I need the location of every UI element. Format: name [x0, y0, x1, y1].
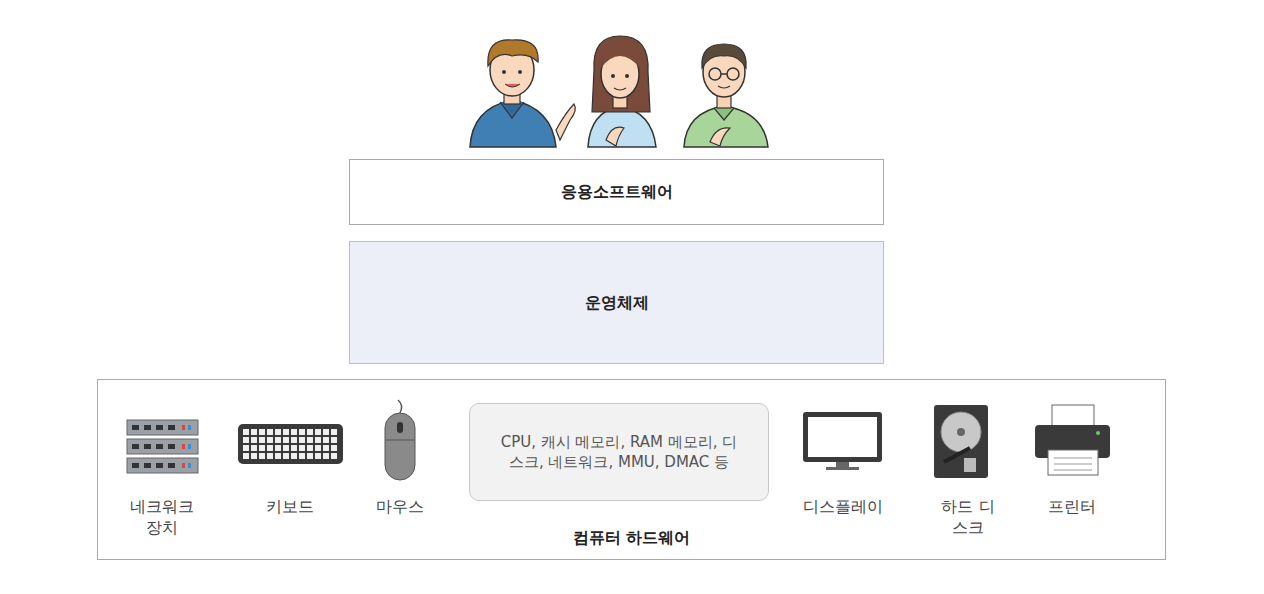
key — [331, 445, 337, 451]
key — [307, 453, 313, 459]
app-software-box: 응용소프트웨어 — [349, 159, 884, 225]
key — [307, 445, 313, 451]
hardware-box: 컴퓨터 하드웨어 CPU, 캐시 메모리, RAM 메모리, 디스크, 네트워크,… — [97, 379, 1166, 560]
key — [299, 445, 305, 451]
device-label: 키보드 — [245, 497, 335, 518]
network-device-icon — [127, 420, 198, 473]
key — [243, 437, 249, 443]
key — [315, 445, 321, 451]
key — [323, 445, 329, 451]
key — [299, 453, 305, 459]
key — [259, 429, 265, 435]
key — [315, 437, 321, 443]
device-label: 마우스 — [355, 497, 445, 518]
device-label: 디스플레이 — [788, 497, 898, 518]
key — [267, 429, 273, 435]
node-text: 컴퓨터 하드웨어 — [107, 527, 1156, 549]
key — [307, 437, 313, 443]
node-text: 응용소프트웨어 — [359, 181, 874, 203]
key — [243, 445, 249, 451]
key — [251, 453, 257, 459]
key — [291, 453, 297, 459]
key — [291, 445, 297, 451]
device-label: 하드 디스크 — [940, 497, 996, 539]
hard-disk-icon — [934, 405, 988, 478]
key — [275, 429, 281, 435]
key — [291, 437, 297, 443]
person-middle — [588, 36, 656, 147]
device-label: 프린터 — [1027, 497, 1117, 518]
node-text: 운영체제 — [359, 292, 874, 314]
key — [291, 429, 297, 435]
key — [267, 445, 273, 451]
key — [275, 437, 281, 443]
key — [307, 429, 313, 435]
key — [283, 437, 289, 443]
keyboard-icon — [238, 424, 343, 464]
key — [323, 429, 329, 435]
key — [315, 429, 321, 435]
key — [251, 445, 257, 451]
key — [275, 445, 281, 451]
key — [331, 429, 337, 435]
key — [259, 453, 265, 459]
key — [323, 453, 329, 459]
device-label: 네크워크 장치 — [122, 497, 202, 539]
key — [243, 453, 249, 459]
key — [259, 445, 265, 451]
printer-icon — [1035, 405, 1110, 475]
mouse-icon — [385, 400, 415, 480]
key — [259, 437, 265, 443]
key — [299, 429, 305, 435]
key — [251, 437, 257, 443]
hardware-core-box: CPU, 캐시 메모리, RAM 메모리, 디스크, 네트워크, MMU, DM… — [469, 403, 769, 501]
os-box: 운영체제 — [349, 241, 884, 364]
key — [331, 437, 337, 443]
key — [267, 437, 273, 443]
key — [299, 437, 305, 443]
person-left — [470, 40, 575, 147]
key — [275, 453, 281, 459]
key — [267, 453, 273, 459]
key — [323, 437, 329, 443]
monitor-icon — [803, 412, 882, 470]
node-text: CPU, 캐시 메모리, RAM 메모리, 디스크, 네트워크, MMU, DM… — [494, 432, 744, 473]
key — [283, 429, 289, 435]
key — [331, 453, 337, 459]
key — [251, 429, 257, 435]
key — [283, 445, 289, 451]
key — [243, 429, 249, 435]
person-right — [684, 44, 768, 147]
key — [315, 453, 321, 459]
key — [283, 453, 289, 459]
